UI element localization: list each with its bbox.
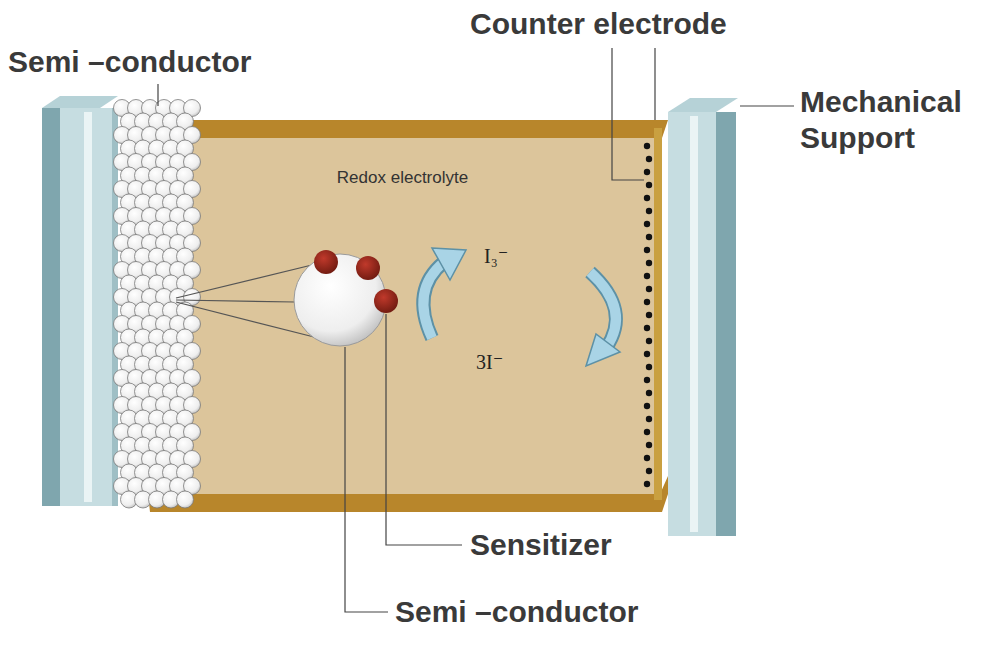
redox-arrow <box>586 272 620 366</box>
part-label: Counter electrode <box>470 6 727 42</box>
glass-edge <box>716 112 736 536</box>
part-label: Semi –conductor <box>395 594 638 630</box>
catalyst-dot <box>644 195 650 201</box>
catalyst-dot <box>644 351 650 357</box>
catalyst-dot <box>644 403 650 409</box>
glass-shine <box>690 116 698 532</box>
catalyst-dot <box>644 221 650 227</box>
catalyst-dot <box>644 455 650 461</box>
counter-electrode-strip <box>654 128 662 500</box>
ion-label: I₃⁻ <box>484 244 508 268</box>
part-label: Mechanical Support <box>800 84 990 156</box>
catalyst-dot <box>644 247 650 253</box>
dye-molecule <box>356 256 380 280</box>
catalyst-dot <box>646 312 652 318</box>
glass-plate <box>60 108 118 506</box>
catalyst-dot <box>646 442 652 448</box>
glass-edge <box>42 108 60 506</box>
leader-lines <box>158 48 794 612</box>
dye-molecule <box>374 289 398 313</box>
electrolyte-fill <box>150 128 662 500</box>
catalyst-dot <box>644 481 650 487</box>
nanoparticle-film <box>114 100 201 509</box>
region-label: Redox electrolyte <box>150 128 655 188</box>
catalyst-dot <box>644 299 650 305</box>
catalyst-dot <box>644 273 650 279</box>
catalyst-dot <box>646 208 652 214</box>
catalyst-dot <box>646 260 652 266</box>
semiconductor-particle <box>294 254 386 346</box>
bottom-seal <box>148 476 668 512</box>
catalyst-dot <box>646 364 652 370</box>
catalyst-dot <box>646 182 652 188</box>
part-label: Sensitizer <box>470 527 612 563</box>
catalyst-dot <box>646 468 652 474</box>
catalyst-dot <box>646 286 652 292</box>
part-label: Semi –conductor <box>8 44 251 80</box>
redox-arrow <box>423 248 466 338</box>
catalyst-dot <box>646 416 652 422</box>
catalyst-dot <box>646 234 652 240</box>
catalyst-dot <box>644 325 650 331</box>
catalyst-dots <box>644 143 652 487</box>
ion-label: 3I⁻ <box>476 350 503 374</box>
catalyst-dot <box>646 156 652 162</box>
catalyst-dot <box>644 169 650 175</box>
electrolyte-region: Redox electrolyte <box>150 128 655 500</box>
catalyst-dot <box>644 429 650 435</box>
catalyst-dot <box>646 390 652 396</box>
top-seal <box>160 120 668 138</box>
glass-top <box>42 96 118 108</box>
catalyst-dot <box>644 143 650 149</box>
nanoparticle <box>177 491 194 508</box>
glass-plate <box>668 112 716 536</box>
catalyst-dot <box>644 377 650 383</box>
catalyst-dot <box>646 338 652 344</box>
glass-shine <box>84 112 92 502</box>
dye-molecule <box>314 250 338 274</box>
glass-top <box>668 98 738 112</box>
